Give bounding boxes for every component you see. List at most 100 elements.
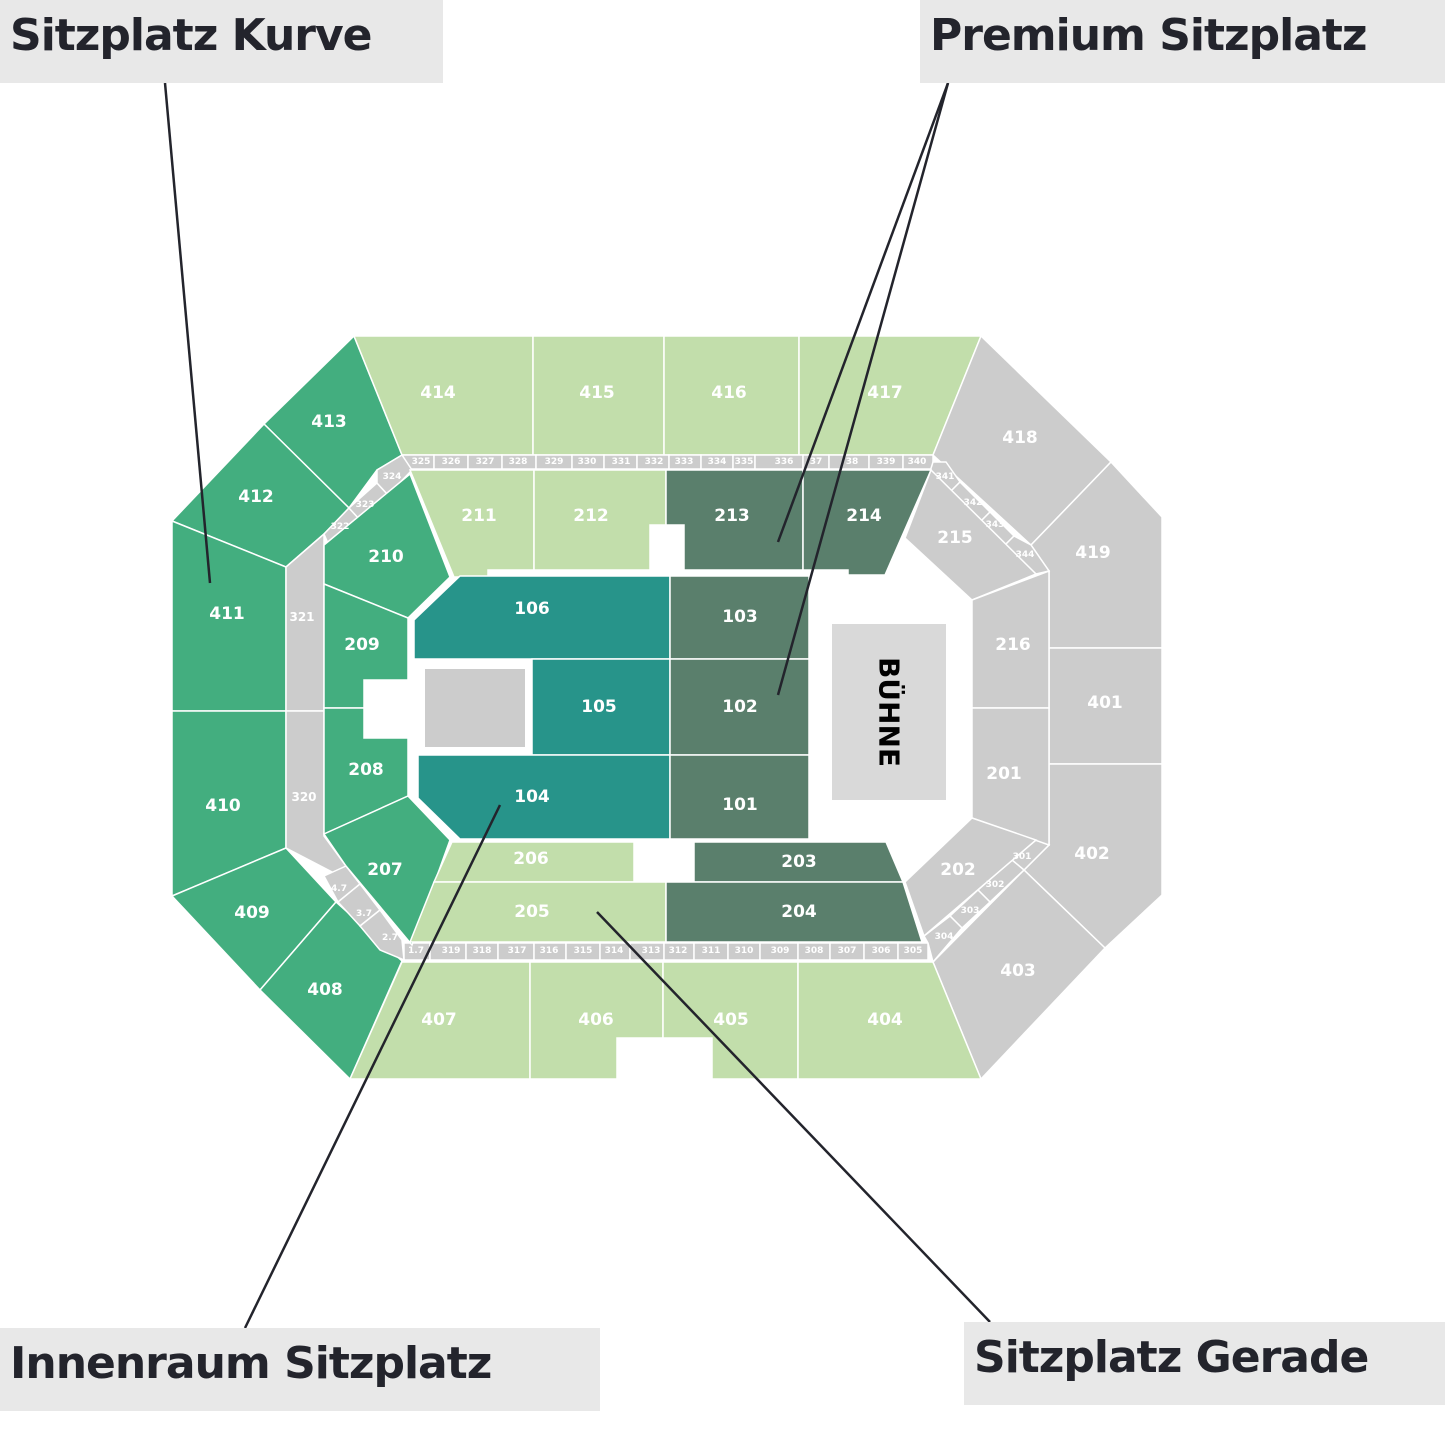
label-314: 314 <box>605 946 624 956</box>
label-332: 332 <box>645 457 664 467</box>
section-408[interactable] <box>258 900 403 1081</box>
label-416: 416 <box>711 383 747 403</box>
label-303: 303 <box>961 906 980 916</box>
label-402: 402 <box>1074 844 1110 864</box>
label-334: 334 <box>708 457 727 467</box>
label-407: 407 <box>421 1010 457 1030</box>
label-325: 325 <box>412 457 431 467</box>
label-318: 318 <box>473 946 492 956</box>
label-309: 309 <box>771 946 790 956</box>
callout-sitzplatz-gerade: Sitzplatz Gerade <box>964 1322 1445 1405</box>
callout-premium-sitzplatz: Premium Sitzplatz <box>920 0 1445 83</box>
section-204[interactable] <box>665 881 924 943</box>
label-105: 105 <box>581 697 617 717</box>
label-2-7: 2.7 <box>382 933 398 943</box>
leader-premium-a <box>776 82 950 543</box>
label-405: 405 <box>713 1010 749 1030</box>
label-215: 215 <box>937 528 973 548</box>
label-323: 323 <box>356 500 375 510</box>
label-316: 316 <box>540 946 559 956</box>
label-411: 411 <box>209 604 245 624</box>
label-1-7: 1.7 <box>408 946 424 956</box>
label-412: 412 <box>238 487 274 507</box>
label-415: 415 <box>579 383 615 403</box>
label-326: 326 <box>442 457 461 467</box>
section-201[interactable] <box>971 707 1050 847</box>
section-404[interactable] <box>797 961 983 1080</box>
label-106: 106 <box>514 599 550 619</box>
section-102[interactable] <box>669 658 810 756</box>
label-211: 211 <box>461 506 497 526</box>
stage-label: BÜHNE <box>873 657 907 767</box>
stage <box>832 624 946 800</box>
label-335: 335 <box>735 457 754 467</box>
label-315: 315 <box>574 946 593 956</box>
label-204: 204 <box>781 902 817 922</box>
label-329: 329 <box>545 457 564 467</box>
label-308: 308 <box>805 946 824 956</box>
label-213: 213 <box>714 506 750 526</box>
label-418: 418 <box>1002 428 1038 448</box>
callout-premium-text: Premium Sitzplatz <box>930 10 1368 61</box>
ring-200 <box>322 468 1050 947</box>
leader-kurve <box>163 82 212 584</box>
label-104: 104 <box>514 787 550 807</box>
section-305[interactable] <box>897 942 929 961</box>
ring-400-left <box>170 334 403 1081</box>
section-104[interactable] <box>417 754 671 840</box>
callout-innenraum-text: Innenraum Sitzplatz <box>10 1338 492 1389</box>
label-409: 409 <box>234 903 270 923</box>
section-202[interactable] <box>904 817 1038 938</box>
label-202: 202 <box>940 860 976 880</box>
label-401: 401 <box>1087 693 1123 713</box>
label-310: 310 <box>735 946 754 956</box>
label-343: 343 <box>986 520 1005 530</box>
label-406: 406 <box>578 1010 614 1030</box>
label-311: 311 <box>702 946 721 956</box>
label-210: 210 <box>368 547 404 567</box>
label-404: 404 <box>867 1010 903 1030</box>
label-302: 302 <box>986 880 1005 890</box>
label-201: 201 <box>986 764 1022 784</box>
label-321: 321 <box>289 610 314 624</box>
label-331: 331 <box>612 457 631 467</box>
label-333: 333 <box>675 457 694 467</box>
label-344: 344 <box>1016 550 1035 560</box>
label-327: 327 <box>476 457 495 467</box>
label-319: 319 <box>442 946 461 956</box>
label-320: 320 <box>291 790 316 804</box>
callout-innenraum-sitzplatz: Innenraum Sitzplatz <box>0 1328 600 1411</box>
label-330: 330 <box>578 457 597 467</box>
label-212: 212 <box>573 506 609 526</box>
label-102: 102 <box>722 697 758 717</box>
label-4-7: 4.7 <box>331 884 347 894</box>
label-328: 328 <box>509 457 528 467</box>
leader-lines <box>163 82 991 1329</box>
leader-innenraum <box>243 804 502 1329</box>
label-312: 312 <box>669 946 688 956</box>
label-336: 336 <box>775 457 794 467</box>
label-417: 417 <box>867 383 903 403</box>
label-209: 209 <box>344 635 380 655</box>
label-301: 301 <box>1013 852 1032 862</box>
leader-gerade <box>596 911 991 1323</box>
label-208: 208 <box>348 760 384 780</box>
ring-400-bottom <box>348 961 983 1080</box>
label-338: 38 <box>846 457 859 467</box>
label-306: 306 <box>872 946 891 956</box>
section-103[interactable] <box>669 575 810 660</box>
label-342: 342 <box>964 498 983 508</box>
mixing-desk-area <box>423 667 527 749</box>
label-322: 322 <box>331 522 350 532</box>
label-313: 313 <box>642 946 661 956</box>
section-2-7[interactable] <box>358 908 405 962</box>
label-206: 206 <box>513 849 549 869</box>
label-205: 205 <box>514 902 550 922</box>
section-101[interactable] <box>669 754 810 840</box>
label-414: 414 <box>420 383 456 403</box>
label-101: 101 <box>722 795 758 815</box>
label-410: 410 <box>205 796 241 816</box>
label-317: 317 <box>508 946 527 956</box>
label-305: 305 <box>904 946 923 956</box>
